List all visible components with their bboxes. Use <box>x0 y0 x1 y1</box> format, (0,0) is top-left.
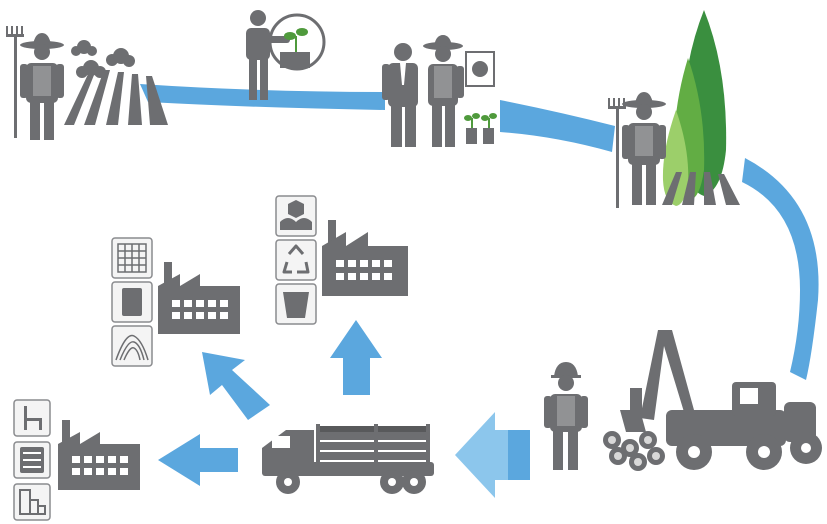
log-truck-icon <box>262 424 434 494</box>
flow-band-certification-to-plantation <box>500 100 615 152</box>
plowed-field-icon <box>64 40 168 125</box>
crate-icon <box>275 283 317 325</box>
farmer-with-rake-icon <box>6 26 64 140</box>
packaging-factory <box>275 195 408 325</box>
chair-icon <box>13 399 51 437</box>
factory-icon <box>322 220 408 296</box>
flow-band-plantation-to-harvest <box>742 158 819 380</box>
hands-box-icon <box>275 195 317 237</box>
board-factory <box>111 237 240 367</box>
forestry-harvester-icon <box>544 330 822 471</box>
plywood-sheet-icon <box>111 237 153 279</box>
shelving-icon <box>13 483 51 521</box>
flow-arrow-truck-to-packaging-factory <box>330 320 382 395</box>
drawer-cabinet-icon <box>13 441 51 479</box>
flow-arrow-truck-to-furniture-factory <box>158 434 238 486</box>
flow-arrow-harvest-to-truck <box>455 412 530 498</box>
person-holding-seedling-icon <box>246 10 326 100</box>
flow-arrow-truck-to-board-factory <box>202 352 270 420</box>
advisor-and-farmer-icon <box>382 35 497 147</box>
door-panel-icon <box>111 281 153 323</box>
furniture-factory <box>13 399 140 521</box>
recycle-icon <box>275 239 317 281</box>
factory-icon <box>158 262 240 334</box>
factory-icon <box>58 420 140 490</box>
wood-grain-icon <box>111 325 153 367</box>
farmer-with-poplar-trees-icon <box>608 10 740 208</box>
